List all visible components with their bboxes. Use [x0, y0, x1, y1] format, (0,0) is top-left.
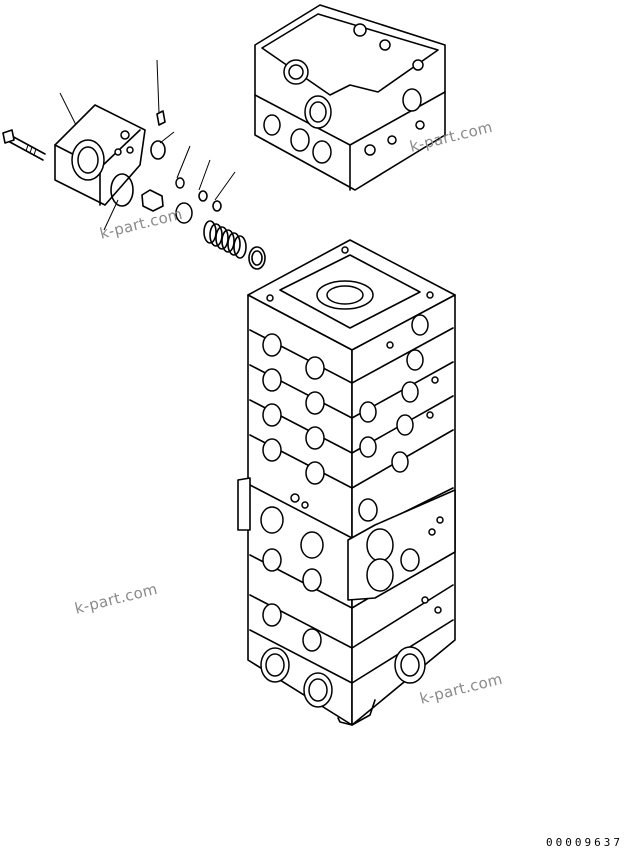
main-valve-stack — [237, 239, 456, 726]
drawing-code: 00009637 — [546, 836, 623, 849]
top-end-block — [254, 4, 446, 191]
right-face-ports — [358, 314, 444, 684]
end-cover-assembly — [2, 59, 266, 270]
left-face-ports — [260, 333, 333, 708]
spring — [203, 220, 247, 259]
